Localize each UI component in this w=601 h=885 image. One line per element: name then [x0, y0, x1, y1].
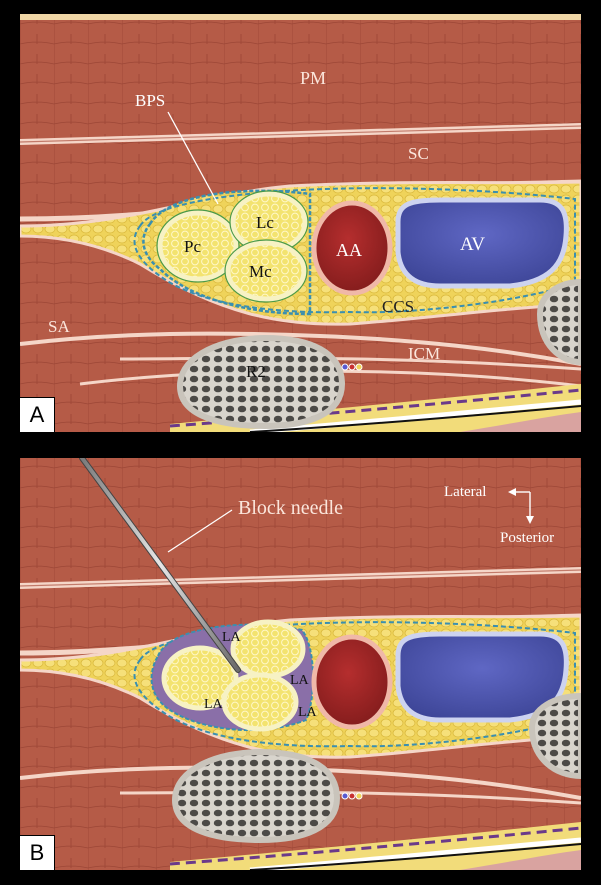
label-aa: AA	[336, 240, 362, 260]
panel-b: Block needle Lateral Posterior LA LA LA …	[20, 458, 581, 870]
label-sa: SA	[48, 317, 70, 336]
needle-pointer	[167, 509, 233, 553]
label-la-2: LA	[290, 673, 310, 688]
panel-b-illustration: Block needle Lateral Posterior LA LA LA …	[20, 458, 581, 870]
panel-a-illustration: PM BPS SC SA Pc Lc Mc AA AV CCS ICM R2	[20, 14, 581, 432]
label-ccs: CCS	[382, 297, 414, 316]
label-la-3: LA	[204, 697, 224, 712]
panel-a: PM BPS SC SA Pc Lc Mc AA AV CCS ICM R2 A	[20, 14, 581, 432]
label-pm: PM	[300, 68, 326, 88]
label-lateral: Lateral	[444, 484, 486, 500]
label-mc: Mc	[249, 262, 272, 281]
label-r2: R2	[246, 362, 266, 381]
label-icm: ICM	[408, 344, 440, 363]
panel-letter-a: A	[20, 397, 55, 432]
label-la-1: LA	[222, 630, 242, 645]
bps-pointer	[167, 111, 219, 205]
label-lc: Lc	[256, 213, 274, 232]
label-sc: SC	[408, 144, 429, 163]
label-pc: Pc	[184, 237, 201, 256]
label-block-needle: Block needle	[238, 497, 343, 519]
label-posterior: Posterior	[500, 530, 554, 546]
panel-letter-b: B	[20, 835, 55, 870]
orientation-arrow-icon	[508, 488, 534, 524]
label-la-4: LA	[298, 705, 318, 720]
label-av: AV	[460, 234, 485, 255]
label-bps: BPS	[135, 91, 165, 110]
